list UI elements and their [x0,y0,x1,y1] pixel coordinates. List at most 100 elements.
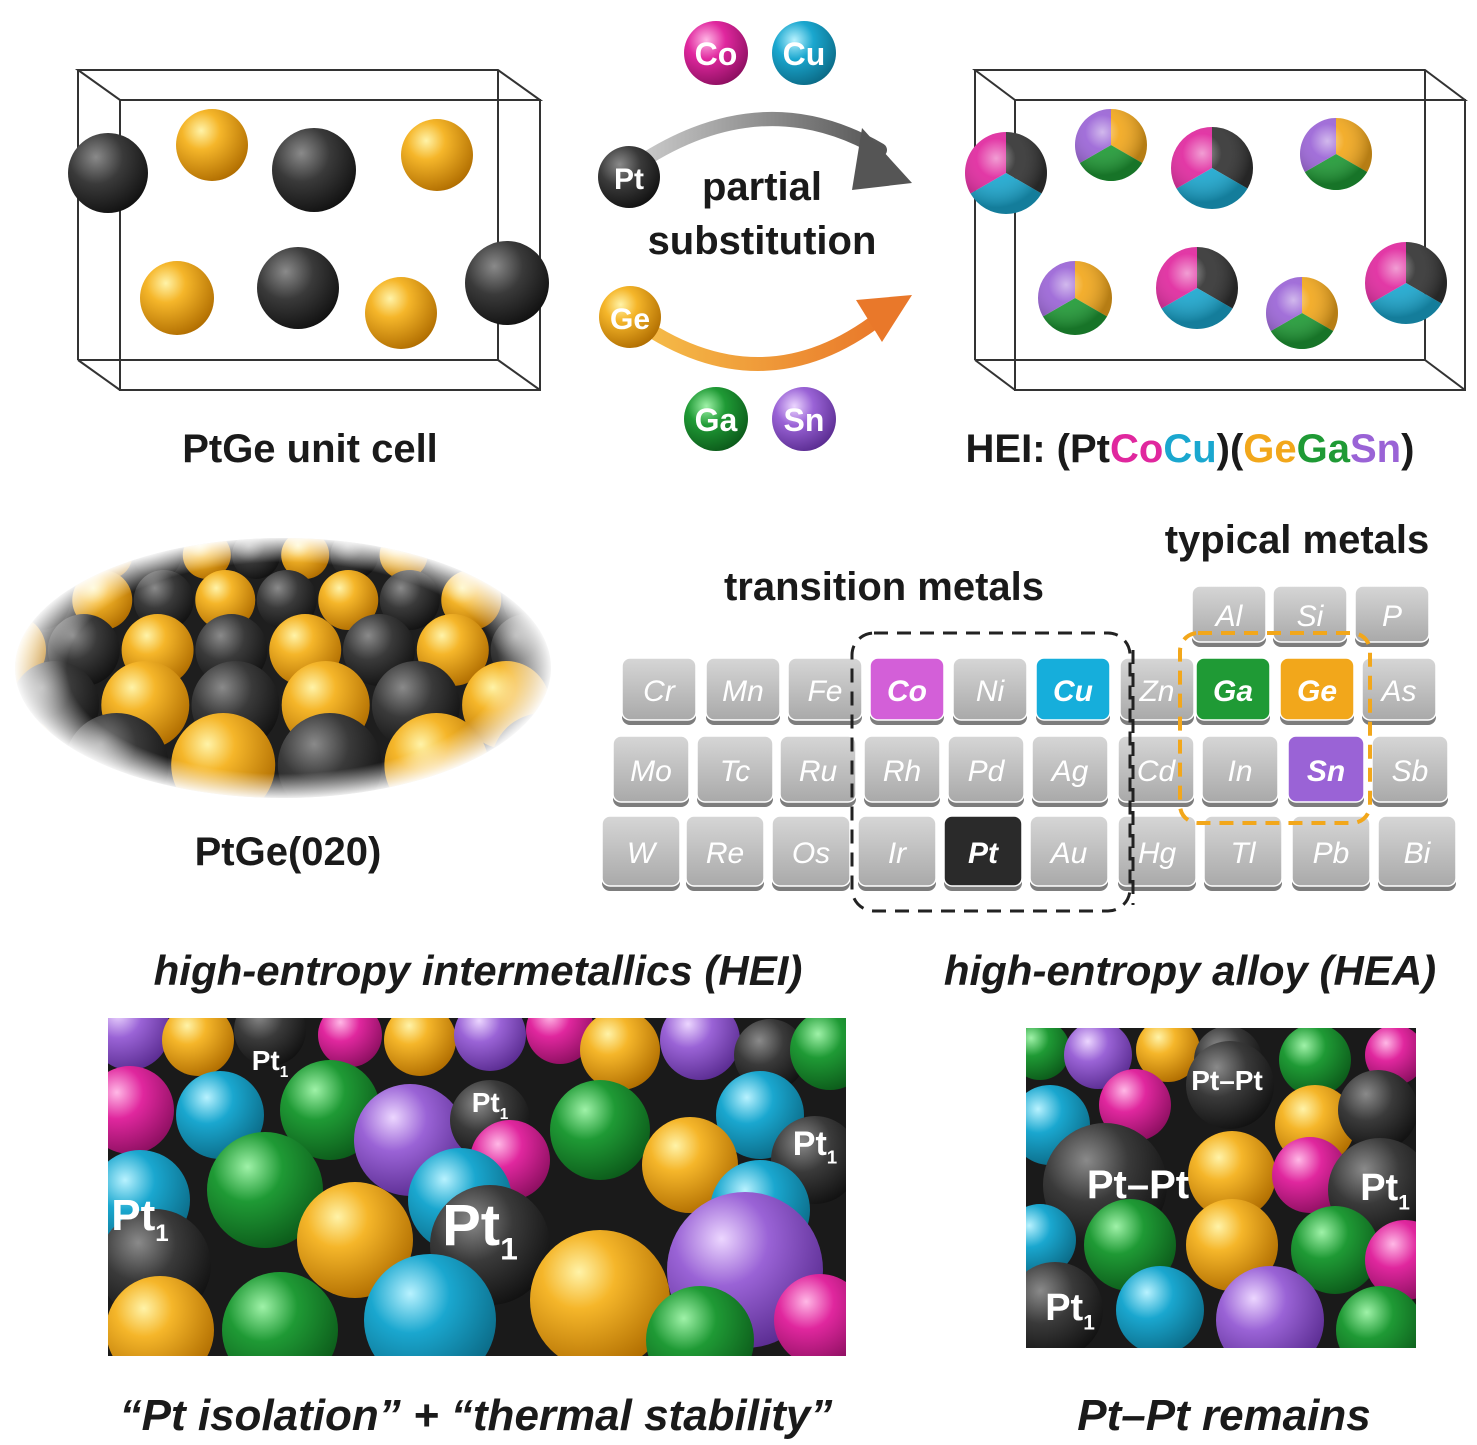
co-atom [108,1066,174,1154]
element-key-si: Si [1272,585,1348,647]
partial-text: partial [702,165,822,209]
ge-atom [642,1117,738,1213]
element-key-p: P [1354,585,1430,647]
ge-ball: Ge [599,286,661,348]
pt-atom [527,538,551,579]
element-key-ge: Ge [1279,657,1355,725]
unit-cell-atoms [68,109,549,349]
ga-atom [646,1286,754,1356]
ga-atom [222,1272,338,1356]
ge-atom [297,1182,413,1298]
element-key-sn: Sn [1287,735,1365,807]
element-symbol: Al [1214,600,1244,633]
element-key-ir: Ir [857,815,937,891]
element-key-as: As [1361,657,1437,725]
pt-atom [35,538,84,579]
pt-pt-label: Pt–Pt [1191,1065,1263,1096]
pt-pt-label: Pt–Pt [1087,1163,1189,1207]
formula-part: Co [1110,427,1163,471]
element-key-ni: Ni [952,657,1028,725]
ge-atom [140,261,214,335]
element-symbol: Rh [883,755,921,788]
element-symbol: W [627,837,658,870]
ge-site-mixed-atom [1300,118,1372,190]
pt-atom [1186,1041,1274,1129]
element-key-hg: Hg [1117,815,1197,891]
ge-atom [365,277,437,349]
element-symbol: Ag [1050,755,1089,788]
pt-atom [1026,1262,1103,1348]
element-symbol: Au [1049,837,1088,870]
element-key-au: Au [1029,815,1109,891]
co-atom [1099,1069,1171,1141]
ge-site-mixed-atom [1075,109,1148,181]
hei-cell-box [972,69,1468,391]
pt-atom [257,247,339,329]
pt-atom [1338,1070,1416,1150]
element-key-ru: Ru [779,735,857,807]
element-key-sb: Sb [1371,735,1449,807]
pt-atom [68,133,148,213]
pt-atom [465,241,549,325]
co-atom [526,1018,594,1064]
cu-ball: Cu [772,21,836,85]
ge-atom [384,1018,456,1076]
co-atom [318,1018,382,1067]
ga-atom [1279,1028,1351,1096]
element-key-cr: Cr [621,657,697,725]
element-symbol: Ir [888,837,907,870]
element-symbol: Pb [1313,837,1350,870]
element-symbol: Bi [1404,837,1432,870]
cu-atom [1116,1266,1204,1348]
ge-atom [1186,1199,1278,1291]
element-symbol: Pd [968,755,1006,788]
element-key-re: Re [685,815,765,891]
element-symbol: Hg [1138,837,1177,870]
cu-atom [364,1254,496,1356]
ge-site-mixed-atom [1266,277,1339,349]
substitution-text: substitution [648,219,877,263]
element-symbol: Ga [1213,675,1253,708]
hei-title: high-entropy intermetallics (HEI) [154,947,803,994]
ge-atom [1188,1131,1276,1219]
sn-ball: Sn [772,387,836,451]
ge-atom [162,1018,234,1076]
pt-site-mixed-atom [1170,127,1253,210]
element-symbol: Re [706,837,744,870]
element-key-co: Co [869,657,945,725]
sn-ball-label: Sn [784,402,825,438]
element-key-pb: Pb [1291,815,1371,891]
ga-atom [1291,1206,1379,1294]
element-key-os: Os [771,815,851,891]
element-key-rh: Rh [863,735,941,807]
formula-part: Ge [1243,427,1296,471]
pt-site-mixed-atom [1364,242,1447,325]
co-atom [774,1274,846,1356]
sn-atom [1216,1266,1324,1348]
co-atom [1365,1220,1416,1300]
element-key-zn: Zn [1119,657,1195,725]
bottom-arrow-head [856,295,912,342]
pt-site-mixed-atom [1155,247,1238,330]
element-symbol: Sn [1307,755,1345,788]
transition-metals-label: transition metals [724,565,1044,609]
element-symbol: Si [1297,600,1325,633]
co-ball-label: Co [695,36,738,72]
element-symbol: Tc [720,755,751,788]
ga-atom [207,1132,323,1248]
ga-atom [1336,1286,1416,1348]
co-ball: Co [684,21,748,85]
unit-cell-box [74,69,544,391]
hea-title: high-entropy alloy (HEA) [944,947,1436,994]
element-key-ag: Ag [1031,735,1109,807]
ptge-unit-cell [68,69,549,391]
hei-cell-atoms [965,109,1447,349]
sn-atom [1064,1028,1132,1089]
element-key-al: Al [1191,585,1267,647]
pt-ball: Pt [598,146,660,208]
element-key-mn: Mn [705,657,781,725]
formula-part: ) [1401,427,1414,471]
element-symbol: Cu [1053,675,1093,708]
